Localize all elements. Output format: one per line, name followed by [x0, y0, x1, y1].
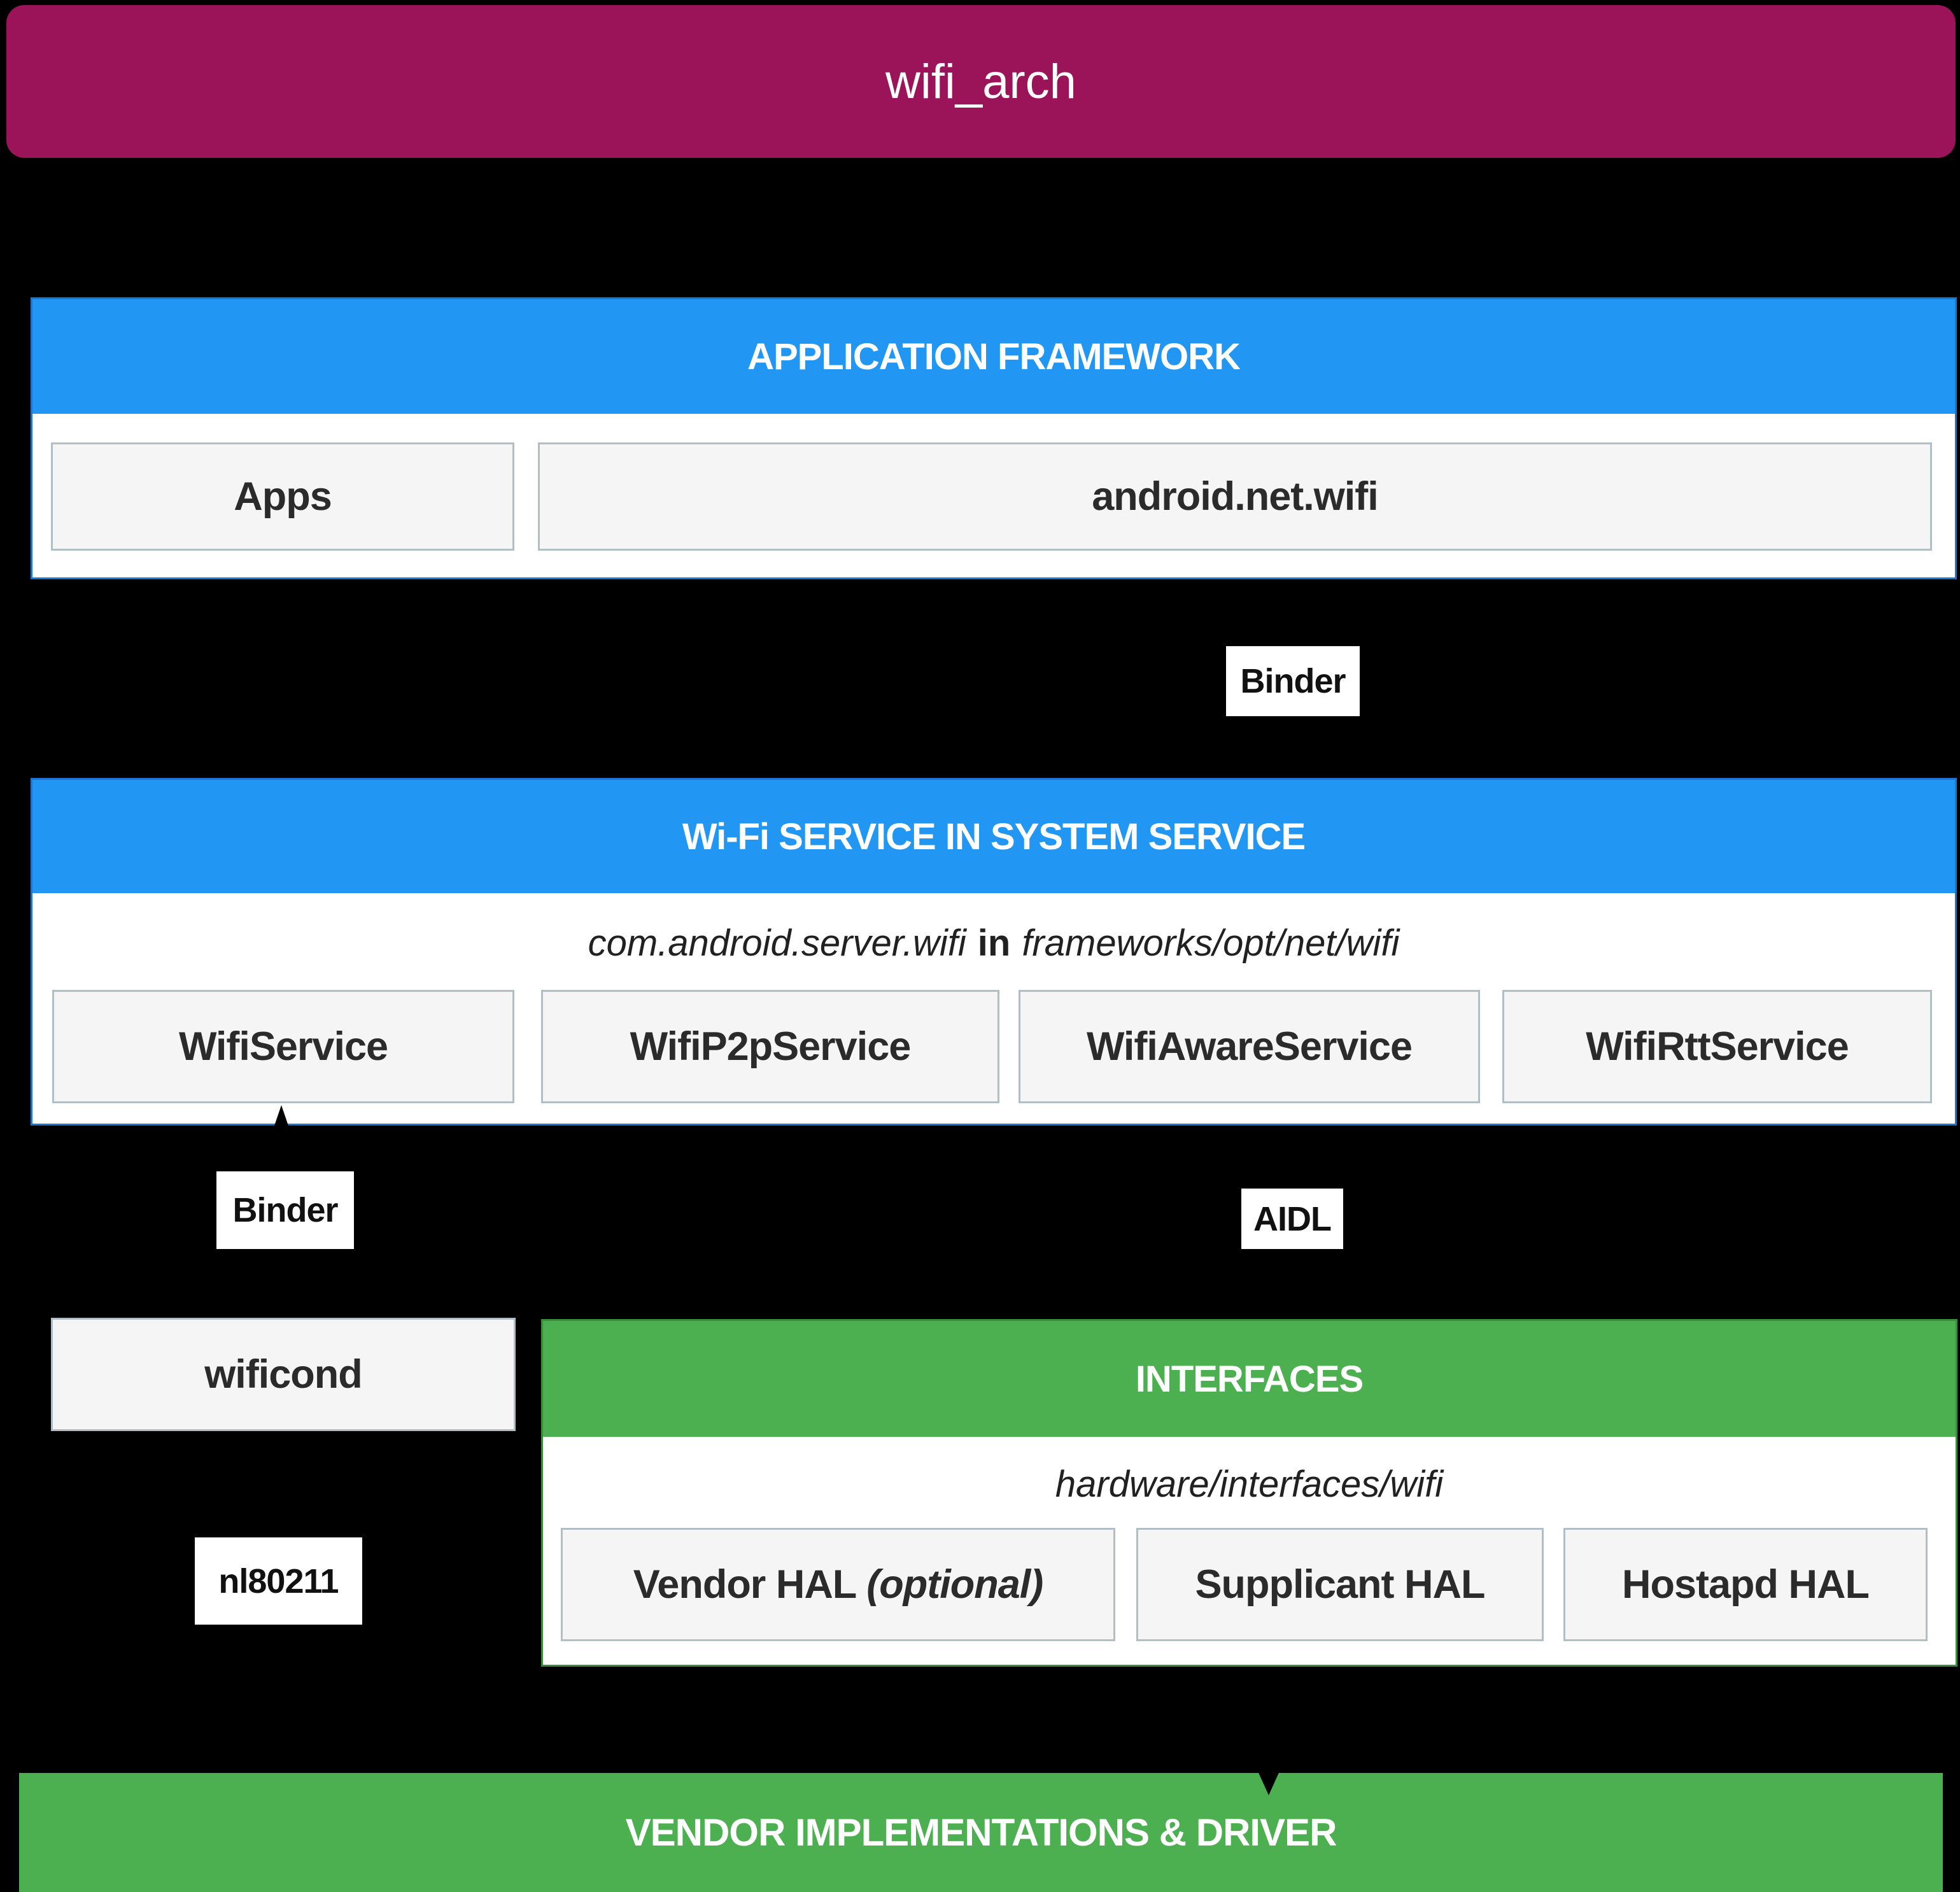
- application-framework-header: APPLICATION FRAMEWORK: [32, 299, 1955, 414]
- wifip2pservice-box-label: WifiP2pService: [630, 1024, 912, 1069]
- wifirttservice-box-label: WifiRttService: [1586, 1024, 1849, 1069]
- nl80211-label: nl80211: [195, 1537, 362, 1625]
- diagram-title: wifi_arch: [885, 54, 1076, 109]
- wifiservice-box: WifiService: [52, 990, 514, 1103]
- vendor-hal-box: Vendor HAL (optional): [561, 1528, 1115, 1641]
- wifiservice-box-label: WifiService: [178, 1024, 388, 1069]
- application-framework-header-label: APPLICATION FRAMEWORK: [747, 335, 1241, 378]
- arrowhead-down-vendor-icon: [1257, 1768, 1281, 1795]
- aidl-label-text: AIDL: [1253, 1199, 1332, 1238]
- binder-label-left: Binder: [216, 1171, 354, 1249]
- interfaces-header-label: INTERFACES: [1135, 1358, 1364, 1400]
- interfaces-header: INTERFACES: [543, 1321, 1956, 1437]
- binder-label-top: Binder: [1226, 646, 1360, 716]
- wificond-box-label: wificond: [204, 1352, 362, 1397]
- wifip2pservice-box: WifiP2pService: [541, 990, 999, 1103]
- vendor-implementations-bar: VENDOR IMPLEMENTATIONS & DRIVER: [19, 1773, 1943, 1892]
- wifi-service-path-prefix: com.android.server.wifi: [588, 922, 966, 964]
- interfaces-path-text: hardware/interfaces/wifi: [1055, 1463, 1444, 1505]
- wificond-box: wificond: [51, 1318, 516, 1431]
- android-net-wifi-box: android.net.wifi: [538, 442, 1932, 551]
- binder-label-top-text: Binder: [1240, 662, 1346, 700]
- wifiawareservice-box-label: WifiAwareService: [1086, 1024, 1413, 1069]
- apps-box-label: Apps: [234, 474, 332, 519]
- binder-label-left-text: Binder: [232, 1191, 338, 1229]
- nl80211-label-text: nl80211: [218, 1562, 339, 1600]
- wifi-service-header: Wi-Fi SERVICE IN SYSTEM SERVICE: [32, 780, 1955, 893]
- wifi-service-header-label: Wi-Fi SERVICE IN SYSTEM SERVICE: [682, 815, 1306, 858]
- wifi-service-path-suffix: frameworks/opt/net/wifi: [1022, 922, 1400, 964]
- hostapd-hal-box-label: Hostapd HAL: [1622, 1562, 1870, 1607]
- arrowhead-up-wifiservice-icon: [272, 1105, 291, 1133]
- diagram-title-banner: wifi_arch: [6, 5, 1956, 158]
- aidl-label: AIDL: [1241, 1189, 1343, 1249]
- interfaces-path: hardware/interfaces/wifi: [543, 1439, 1956, 1528]
- wifi-service-path-conjunction: in: [977, 922, 1011, 964]
- vendor-hal-box-label: Vendor HAL: [633, 1562, 857, 1607]
- vendor-hal-optional-label: (optional): [866, 1562, 1043, 1607]
- android-net-wifi-box-label: android.net.wifi: [1092, 474, 1378, 519]
- wifirttservice-box: WifiRttService: [1502, 990, 1932, 1103]
- supplicant-hal-box-label: Supplicant HAL: [1195, 1562, 1486, 1607]
- wifi-service-path: com.android.server.wifi in frameworks/op…: [32, 898, 1955, 987]
- hostapd-hal-box: Hostapd HAL: [1563, 1528, 1928, 1641]
- wifiawareservice-box: WifiAwareService: [1019, 990, 1480, 1103]
- apps-box: Apps: [51, 442, 514, 551]
- vendor-implementations-bar-label: VENDOR IMPLEMENTATIONS & DRIVER: [625, 1811, 1337, 1854]
- supplicant-hal-box: Supplicant HAL: [1136, 1528, 1544, 1641]
